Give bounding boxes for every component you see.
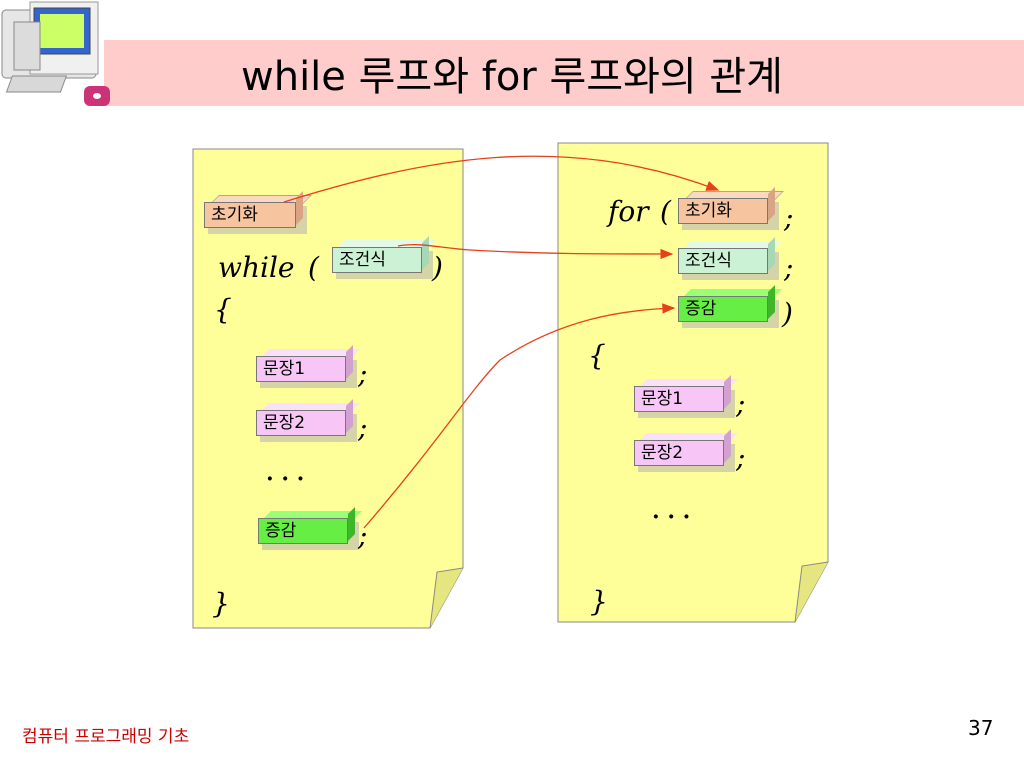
while-statement1-block: 문장1	[256, 345, 360, 388]
while-keyword: while	[218, 251, 295, 284]
for-keyword: for	[608, 195, 649, 228]
while-close-brace: }	[212, 587, 230, 620]
page-number: 37	[968, 716, 994, 740]
while-semicolon-2: ;	[358, 411, 368, 444]
for-increment-block: 증감	[678, 285, 782, 328]
for-semicolon-4: ;	[736, 441, 746, 474]
while-open-paren: (	[308, 251, 319, 284]
for-close-paren: )	[782, 297, 793, 330]
arrow-init	[283, 155, 720, 203]
while-ellipsis: · · ·	[266, 466, 305, 492]
while-statement2-block: 문장2	[256, 399, 360, 442]
computer-clipart-icon	[1, 1, 110, 106]
page-title: while 루프와 for 루프와의 관계	[0, 44, 1024, 102]
for-semicolon-1: ;	[784, 201, 794, 234]
while-close-paren: )	[432, 251, 443, 284]
for-condition-block: 조건식	[678, 237, 782, 280]
arrow-condition	[397, 244, 674, 260]
for-close-brace: }	[590, 585, 608, 618]
for-open-brace: {	[588, 339, 606, 372]
while-init-block: 초기화	[204, 191, 312, 234]
arrow-increment	[363, 303, 676, 529]
for-semicolon-2: ;	[784, 251, 794, 284]
title-text-2: 루프와의 관계	[549, 54, 783, 100]
while-semicolon-1: ;	[358, 357, 368, 390]
for-statement1-block: 문장1	[634, 375, 738, 418]
title-text-1: 루프와	[358, 54, 470, 100]
while-increment-block: 증감	[258, 507, 362, 550]
while-condition-block: 조건식	[332, 236, 436, 279]
for-semicolon-3: ;	[736, 387, 746, 420]
for-statement2-block: 문장2	[634, 429, 738, 472]
for-open-paren: (	[660, 195, 671, 228]
while-semicolon-3: ;	[358, 519, 368, 552]
for-ellipsis: · · ·	[652, 504, 691, 530]
for-init-block: 초기화	[678, 187, 784, 230]
title-keyword-for: for	[481, 54, 537, 100]
title-bar	[104, 40, 1024, 106]
footer-text: 컴퓨터 프로그래밍 기초	[22, 727, 190, 747]
title-keyword-while: while	[241, 54, 346, 100]
while-open-brace: {	[214, 293, 232, 326]
